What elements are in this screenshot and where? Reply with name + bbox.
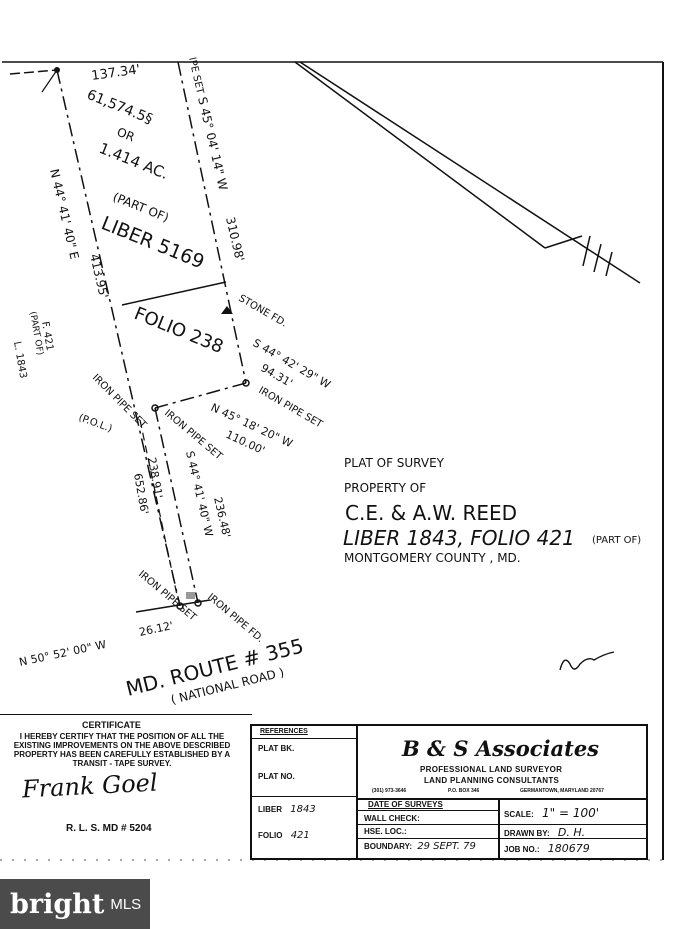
lower-strip-line [154, 407, 199, 604]
plat-no-label: PLAT NO. [258, 772, 295, 781]
bright-mls-logo: bright MLS [0, 879, 150, 929]
logo-suffix: MLS [110, 895, 142, 913]
surveyor-registration: R. L. S. MD # 5204 [66, 823, 152, 834]
tick-3 [605, 251, 613, 277]
job-label: JOB NO.: [504, 845, 540, 854]
grid-rule [356, 810, 498, 811]
grid-rule [498, 838, 646, 839]
firm-name: B & S Associates [402, 736, 600, 761]
firm-city: GERMANTOWN, MARYLAND 20767 [520, 788, 604, 794]
county-label: MONTGOMERY COUNTY , MD. [344, 551, 521, 565]
bearing-bottom-label: N 50° 52' 00" W [18, 638, 108, 669]
folio-ref-label: FOLIO [258, 831, 283, 840]
dist-bottom-label: 26.12' [138, 619, 174, 639]
dist-right-label: 310.98' [223, 216, 247, 263]
right-boundary-line [177, 61, 247, 384]
grid-rule [356, 838, 498, 839]
hse-loc-label: HSE. LOC.: [364, 827, 407, 836]
certificate-heading: CERTIFICATE [82, 720, 141, 730]
plat-title-2: PROPERTY OF [344, 481, 426, 495]
drawn-value: D. H. [557, 826, 586, 839]
scale-label: SCALE: [504, 810, 534, 819]
curb-line-2 [299, 61, 641, 284]
lower-strip-inner-line [139, 419, 179, 601]
initials-scribble [559, 651, 615, 671]
logo-brand: bright [10, 888, 105, 920]
curb-line-1 [294, 61, 546, 249]
ref-rule [252, 796, 356, 797]
wall-check-label: WALL CHECK: [364, 814, 420, 823]
curb-line-3 [544, 235, 583, 249]
corner-marker [194, 599, 202, 607]
adjacent-liber-label: L. 1843 [11, 341, 28, 380]
monument-marker [186, 592, 195, 599]
references-column: REFERENCES PLAT BK. PLAT NO. LIBER 1843 … [252, 726, 358, 858]
owner-part-label: (PART OF) [592, 535, 641, 546]
top-boundary-line [9, 69, 58, 75]
owner-liber-label: LIBER 1843, FOLIO 421 [343, 526, 575, 550]
dist-left-label: 413.95' [87, 253, 111, 300]
plat-bk-label: PLAT BK. [258, 744, 295, 753]
left-boundary-line [56, 69, 181, 607]
grid-top-rule [356, 798, 646, 800]
date-of-surveys-label: DATE OF SURVEYS [368, 800, 443, 809]
scale-value: 1" = 100' [542, 806, 600, 820]
job-value: 180679 [547, 842, 590, 855]
job-row: JOB NO.: 180679 [504, 842, 590, 855]
plat-title-1: PLAT OF SURVEY [344, 456, 445, 470]
folio-label: FOLIO 238 [131, 303, 226, 358]
liber-ref-label: LIBER [258, 805, 282, 814]
stone-fd-label: STONE FD. [237, 293, 289, 329]
bearing-right-label: S 45° 04' 14" W [195, 96, 230, 192]
folio-ref-value: 421 [290, 830, 310, 841]
firm-po-box: P.O. BOX 346 [448, 788, 480, 794]
title-block: REFERENCES PLAT BK. PLAT NO. LIBER 1843 … [250, 724, 648, 860]
bottom-boundary-line [135, 599, 211, 613]
boundary-label: BOUNDARY: [364, 842, 412, 851]
firm-phone: (301) 973-3646 [372, 788, 407, 794]
drawn-label: DRAWN BY: [504, 829, 550, 838]
tick-1 [582, 235, 591, 267]
ref-rule [252, 738, 356, 739]
liber-label: LIBER 5169 [98, 212, 207, 273]
scale-row: SCALE: 1" = 100' [504, 806, 599, 820]
stone-marker [221, 306, 233, 314]
references-heading: REFERENCES [260, 728, 308, 735]
corner-marker [242, 379, 250, 387]
top-corner-line [41, 69, 58, 93]
iron-pipe-fd-label: IRON PIPE FD. [205, 592, 265, 645]
corner-marker [151, 404, 159, 412]
drawn-row: DRAWN BY: D. H. [504, 826, 585, 839]
adjacent-folio-label: F. 421 [39, 321, 55, 352]
pol-label: (P.O.L.) [77, 412, 114, 434]
boundary-value: 29 SEPT. 79 [417, 841, 476, 852]
boundary-row: BOUNDARY: 29 SEPT. 79 [364, 841, 476, 852]
area-or-label: OR [115, 125, 137, 145]
dist-lower-c-label: 652.86' [131, 472, 151, 515]
area-acres-label: 1.414 AC. [97, 139, 171, 183]
middle-boundary-line [154, 382, 247, 409]
top-dimension-label: 137.34' [90, 62, 141, 84]
certificate-text: I HEREBY CERTIFY THAT THE POSITION OF AL… [13, 732, 231, 768]
liber-row: LIBER 1843 [258, 804, 316, 815]
corner-marker [54, 67, 60, 73]
certificate-top-rule [0, 714, 252, 715]
grid-divider [498, 798, 500, 858]
corner-marker [176, 602, 184, 610]
grid-rule [356, 824, 646, 825]
bearing-lower-label: S 44° 41' 40" W [183, 450, 215, 538]
iron-pipe-set-right-label: IRON PIPE SET [257, 385, 325, 431]
firm-line-1: PROFESSIONAL LAND SURVEYOR [420, 765, 563, 774]
liber-ref-value: 1843 [290, 804, 316, 815]
tick-2 [593, 243, 602, 273]
owner-label: C.E. & A.W. REED [345, 501, 517, 525]
division-line [121, 281, 227, 306]
firm-line-2: LAND PLANNING CONSULTANTS [424, 776, 560, 785]
area-label: 61,574.5§ [85, 87, 155, 128]
bearing-left-label: N 44° 41' 40" E [47, 168, 81, 261]
folio-row: FOLIO 421 [258, 830, 310, 841]
